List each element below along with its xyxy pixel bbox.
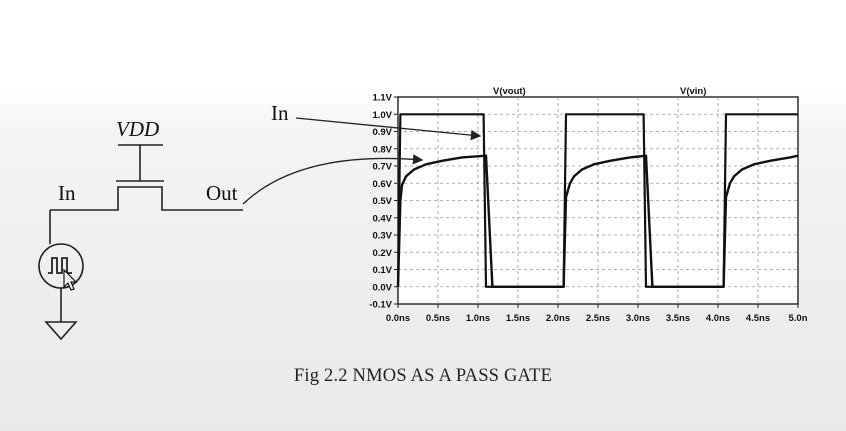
y-axis-ticks: 1.1V 1.0V 0.9V 0.8V 0.7V 0.6V 0.5V 0.4V 0.3V 0.2V… bbox=[369, 93, 398, 311]
plot-in-annotation: In bbox=[271, 101, 289, 125]
y-tick-label: 0.3V bbox=[372, 231, 392, 242]
x-axis-ticks: 0.0ns 0.5ns 1.0ns 1.5ns 2.0ns 2.5ns 3.0ns 3.5ns… bbox=[386, 304, 808, 324]
y-tick-label: 1.1V bbox=[372, 93, 392, 104]
out-annotation-arrow bbox=[242, 154, 424, 205]
plot-area: 1.1V 1.0V 0.9V 0.8V 0.7V 0.6V 0.5V 0.4V 0.3V 0.2V… bbox=[369, 86, 807, 324]
schematic bbox=[38, 144, 243, 341]
vdd-label: VDD bbox=[116, 117, 159, 141]
x-tick-label: 2.5ns bbox=[586, 313, 610, 324]
plot-series bbox=[396, 113, 799, 288]
in-label: In bbox=[58, 181, 76, 205]
y-tick-label: 0.0V bbox=[372, 282, 392, 293]
y-tick-label: 1.0V bbox=[372, 110, 392, 121]
y-tick-label: 0.7V bbox=[372, 162, 392, 173]
y-tick-label: 0.2V bbox=[372, 248, 392, 259]
trace-label-vout: V(vout) bbox=[493, 86, 526, 97]
x-tick-label: 4.0ns bbox=[706, 313, 730, 324]
x-tick-label: 4.5ns bbox=[746, 313, 770, 324]
ground-icon bbox=[44, 321, 78, 341]
figure-caption: Fig 2.2 NMOS AS A PASS GATE bbox=[293, 366, 553, 386]
y-tick-label: -0.1V bbox=[369, 300, 392, 311]
x-tick-label: 3.0ns bbox=[626, 313, 650, 324]
plot-grid bbox=[398, 97, 798, 304]
y-tick-label: 0.9V bbox=[372, 127, 392, 138]
nmos-channel bbox=[115, 186, 165, 211]
x-tick-label: 2.0ns bbox=[546, 313, 570, 324]
out-label: Out bbox=[206, 181, 238, 205]
x-tick-label: 1.5ns bbox=[506, 313, 530, 324]
mouse-cursor-icon bbox=[63, 268, 78, 291]
pulse-waveform-icon bbox=[48, 257, 72, 274]
series-line-vvout bbox=[396, 154, 799, 288]
x-tick-label: 5.0n bbox=[788, 313, 807, 324]
x-tick-label: 0.0ns bbox=[386, 313, 410, 324]
x-tick-label: 0.5ns bbox=[426, 313, 450, 324]
x-tick-label: 1.0ns bbox=[466, 313, 490, 324]
y-tick-label: 0.1V bbox=[372, 265, 392, 276]
trace-label-vin: V(vin) bbox=[680, 86, 706, 97]
pulse-source-icon bbox=[38, 243, 84, 289]
in-annotation-arrow bbox=[295, 117, 482, 141]
y-tick-label: 0.5V bbox=[372, 196, 392, 207]
y-tick-label: 0.6V bbox=[372, 179, 392, 190]
x-tick-label: 3.5ns bbox=[666, 313, 690, 324]
y-tick-label: 0.4V bbox=[372, 213, 392, 224]
y-tick-label: 0.8V bbox=[372, 144, 392, 155]
